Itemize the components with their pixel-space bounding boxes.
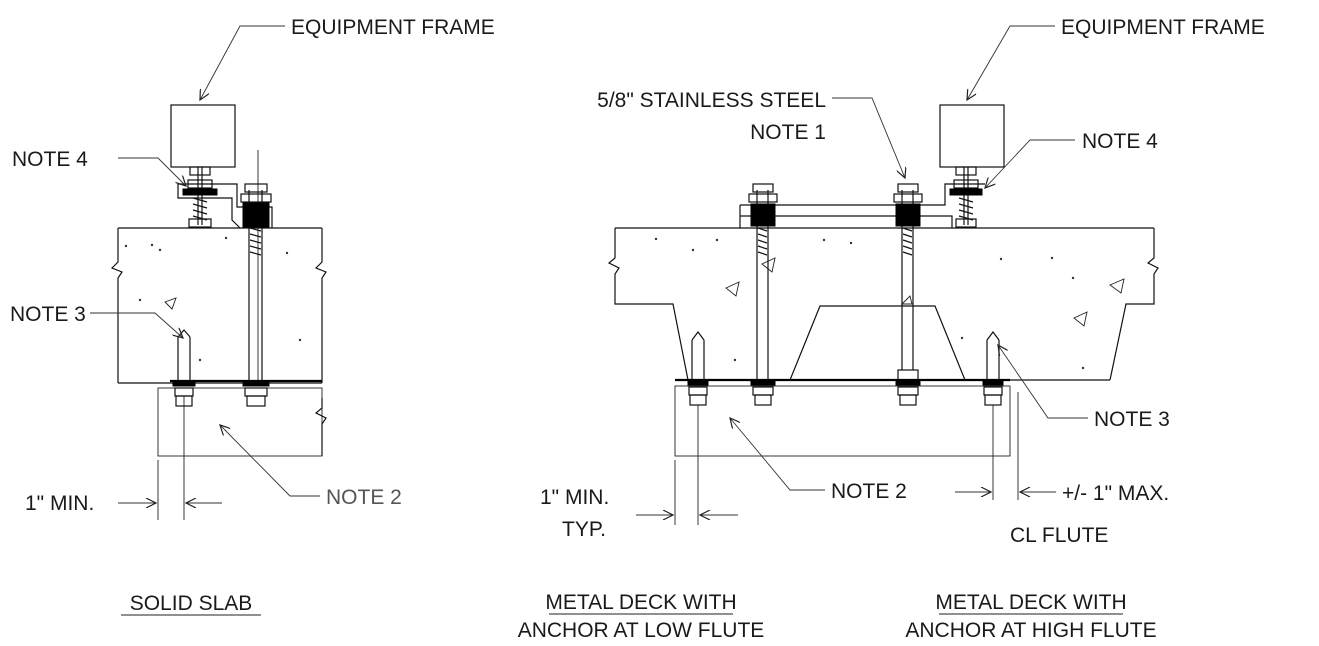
concrete-aggregate-deck xyxy=(654,237,1125,370)
equipment-frame-box xyxy=(170,104,236,168)
title-low-flute-line1: METAL DECK WITH xyxy=(545,591,736,614)
clip-plate xyxy=(740,183,985,206)
label-typ: TYP. xyxy=(562,518,606,541)
slab-right-edge xyxy=(314,228,327,383)
expansion-anchor-high-flute xyxy=(986,331,1000,380)
expansion-anchor-low-flute xyxy=(691,331,705,380)
equipment-frame-box-right xyxy=(939,104,1005,168)
slab-outline xyxy=(110,228,123,383)
solid-slab-detail xyxy=(110,104,327,520)
label-stainless-steel: 5/8" STAINLESS STEEL xyxy=(597,89,826,112)
label-equipment-frame-left: EQUIPMENT FRAME xyxy=(291,16,495,39)
label-cl-flute: CL FLUTE xyxy=(1010,524,1108,547)
label-min-left: 1" MIN. xyxy=(25,492,94,515)
label-note-2-left: NOTE 2 xyxy=(326,486,402,509)
slab-right-edge-deck xyxy=(1109,228,1159,381)
title-low-flute-line2: ANCHOR AT LOW FLUTE xyxy=(518,619,765,642)
deck-profile xyxy=(688,305,1110,381)
label-note-3-left: NOTE 3 xyxy=(10,303,86,326)
label-note-4-left: NOTE 4 xyxy=(12,148,88,171)
label-note-4-right: NOTE 4 xyxy=(1082,130,1158,153)
title-high-flute-line1: METAL DECK WITH xyxy=(935,591,1126,614)
label-equipment-frame-right: EQUIPMENT FRAME xyxy=(1061,16,1265,39)
clip-angle xyxy=(178,183,273,228)
label-note-1: NOTE 1 xyxy=(750,121,826,144)
base-block-deck xyxy=(674,385,1011,457)
expansion-anchor-left xyxy=(177,329,191,380)
title-solid-slab: SOLID SLAB xyxy=(130,592,253,615)
label-note-3-right: NOTE 3 xyxy=(1094,408,1170,431)
concrete-aggregate xyxy=(124,236,302,362)
title-high-flute-line2: ANCHOR AT HIGH FLUTE xyxy=(905,619,1156,642)
metal-deck-detail xyxy=(607,104,1159,525)
label-note-2-right: NOTE 2 xyxy=(831,480,907,503)
base-block xyxy=(157,387,323,457)
leader-lines xyxy=(90,25,1088,515)
label-min-mid: 1" MIN. xyxy=(540,486,609,509)
label-max: +/- 1" MAX. xyxy=(1062,482,1169,505)
